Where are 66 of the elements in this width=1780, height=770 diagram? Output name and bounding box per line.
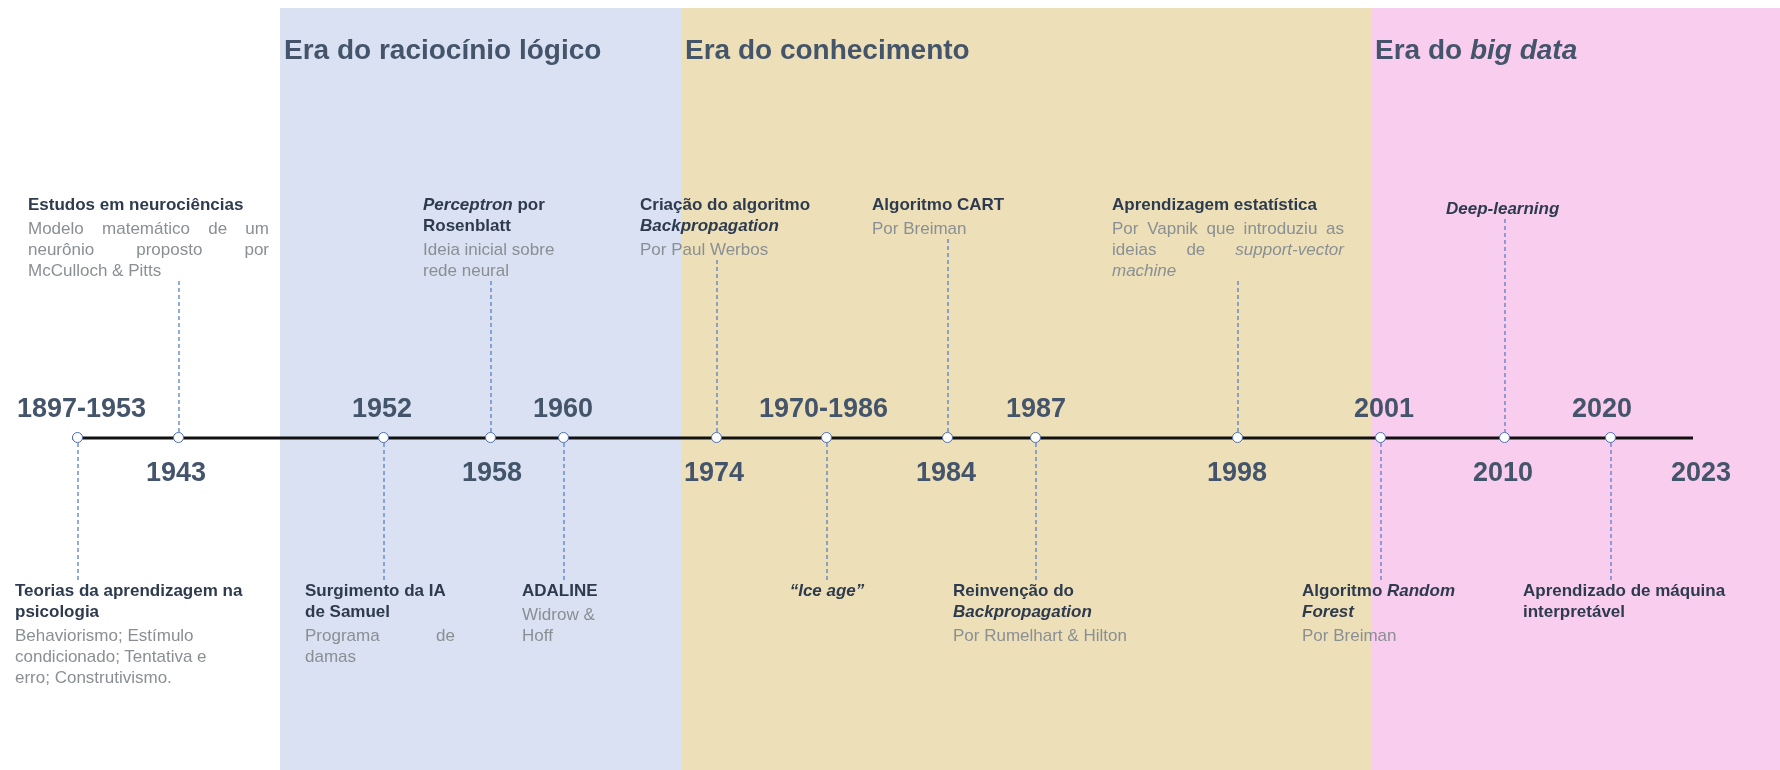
era-title: Era do big data — [1375, 34, 1578, 66]
event-title: Algoritmo Random Forest — [1302, 580, 1456, 622]
year-label: 1984 — [916, 457, 977, 488]
event-description: Modelo matemático de um neurônio proposto por McCulloch & Pitts — [28, 218, 269, 281]
timeline-dot — [1499, 432, 1510, 443]
year-label: 1958 — [462, 457, 523, 488]
year-label: 2010 — [1473, 457, 1534, 488]
timeline-dot — [1232, 432, 1243, 443]
event-description: Por Rumelhart & Hilton — [953, 625, 1128, 646]
leader-line — [178, 280, 180, 433]
timeline-dot — [378, 432, 389, 443]
event-description: Por Vapnik que introduziu as ideias de support-vector machine — [1112, 218, 1344, 281]
event-title: Algoritmo CART — [872, 194, 1006, 215]
timeline-dot — [821, 432, 832, 443]
timeline-dot — [72, 432, 83, 443]
leader-line — [716, 259, 718, 433]
timeline-dot — [1030, 432, 1041, 443]
year-label: 1974 — [684, 457, 745, 488]
event-title: ADALINE — [522, 580, 597, 601]
event-description: Widrow & Hoff — [522, 604, 596, 646]
year-label: 1897-1953 — [17, 393, 147, 424]
year-label: 1970-1986 — [759, 393, 889, 424]
leader-line — [1237, 280, 1239, 433]
leader-line — [490, 280, 492, 433]
leader-line — [77, 442, 79, 581]
event-title: Surgimento da IA de Samuel — [305, 580, 447, 622]
era-title: Era do conhecimento — [685, 34, 970, 66]
timeline-dot — [485, 432, 496, 443]
leader-line — [1610, 442, 1612, 581]
year-label: 1943 — [146, 457, 207, 488]
leader-line — [1380, 442, 1382, 581]
year-label: 2001 — [1354, 393, 1415, 424]
leader-line — [383, 442, 385, 581]
event-title: Reinvenção do Backpropagation — [953, 580, 1093, 622]
era-title: Era do raciocínio lógico — [284, 34, 602, 66]
event-title: Estudos em neurociências — [28, 194, 245, 215]
timeline-dot — [558, 432, 569, 443]
event-title: Deep-learning — [1446, 198, 1561, 219]
leader-line — [563, 442, 565, 581]
year-label: 1952 — [352, 393, 413, 424]
event-description: Por Breiman — [1302, 625, 1398, 646]
leader-line — [947, 238, 949, 433]
timeline-dot — [1605, 432, 1616, 443]
event-description: Por Paul Werbos — [640, 239, 770, 260]
timeline-dot — [173, 432, 184, 443]
event-title: Teorias da aprendizagem na psicologia — [15, 580, 244, 622]
event-description: Por Breiman — [872, 218, 968, 239]
timeline-dot — [942, 432, 953, 443]
year-label: 1987 — [1006, 393, 1067, 424]
event-title: Criação do algoritmo Backpropagation — [640, 194, 812, 236]
event-description: Programa de damas — [305, 625, 455, 667]
timeline-dot — [711, 432, 722, 443]
year-label: 1960 — [533, 393, 594, 424]
event-title: “Ice age” — [788, 580, 866, 601]
event-title: Perceptron por Rosenblatt — [423, 194, 546, 236]
year-label: 1998 — [1207, 457, 1268, 488]
year-label: 2023 — [1671, 457, 1732, 488]
event-description: Behaviorismo; Estímulo condicionado; Tentativa e erro; Construtivismo. — [15, 625, 208, 688]
leader-line — [1504, 218, 1506, 433]
event-title: Aprendizado de máquina interpretável — [1523, 580, 1727, 622]
event-title: Aprendizagem estatística — [1112, 194, 1318, 215]
leader-line — [826, 442, 828, 581]
year-label: 2020 — [1572, 393, 1633, 424]
leader-line — [1035, 442, 1037, 581]
event-description: Ideia inicial sobre rede neural — [423, 239, 556, 281]
timeline-dot — [1375, 432, 1386, 443]
